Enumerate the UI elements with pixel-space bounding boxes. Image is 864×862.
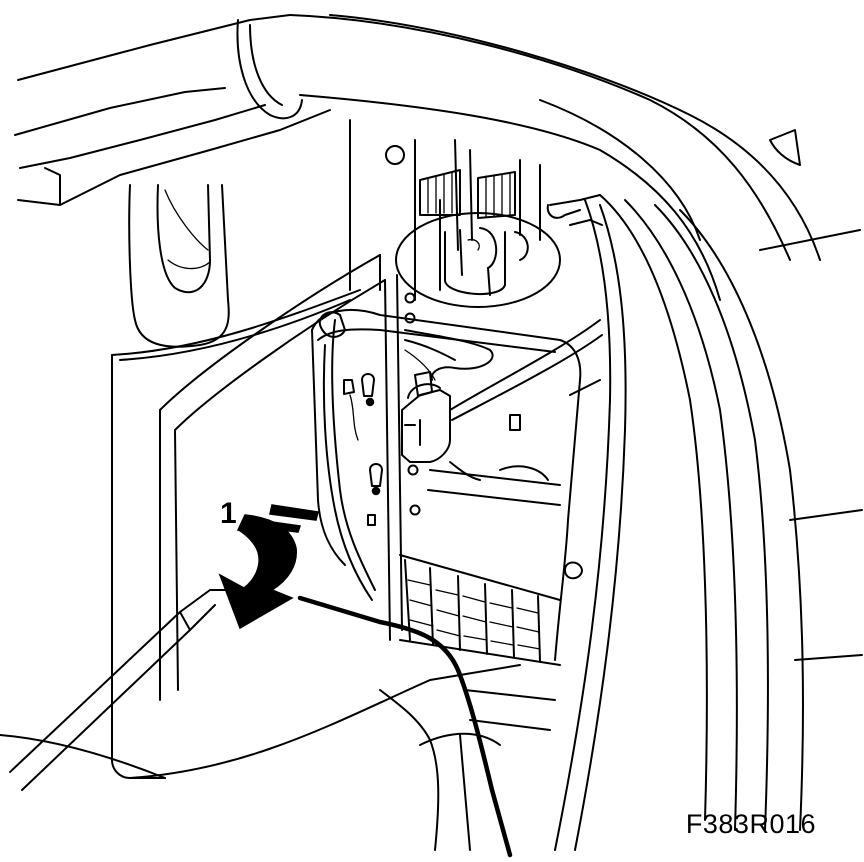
side-panel (111, 119, 405, 779)
figure-code-label: F383R016 (685, 809, 816, 839)
callout-number-label: 1 (220, 497, 237, 530)
trunk-floor (0, 664, 521, 851)
lower-grille (399, 379, 601, 731)
weather-seal-trim (289, 14, 863, 851)
wiring-harness (401, 319, 603, 481)
upper-shelf-panel (14, 14, 331, 206)
trim-removal-tool (9, 589, 513, 858)
mounting-bracket (384, 199, 441, 641)
callout-1-arrow (218, 504, 319, 630)
upper-mechanism (395, 139, 561, 308)
trim-panel (311, 309, 582, 661)
